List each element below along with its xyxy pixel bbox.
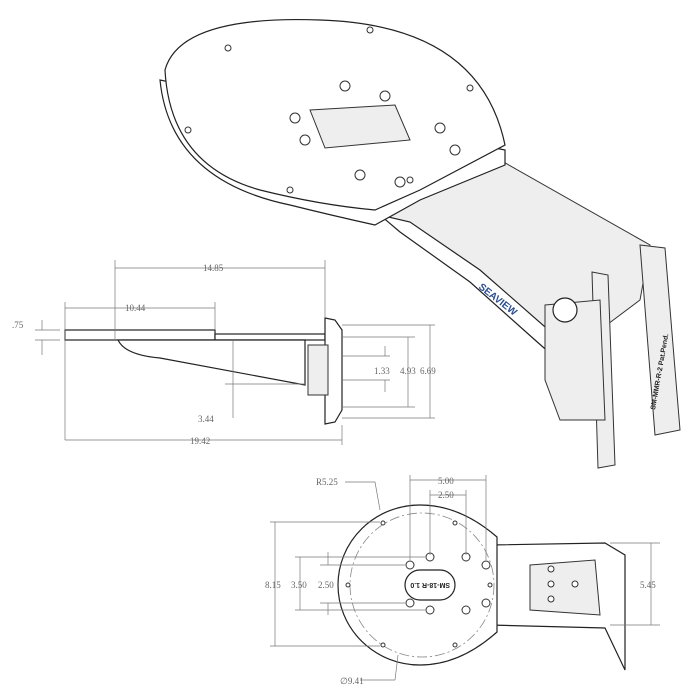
dim-plate-thickness: .75 <box>12 320 24 330</box>
side-bracket <box>324 317 343 425</box>
top-slot <box>404 569 456 601</box>
dim-hole-small: 1.33 <box>374 366 390 376</box>
side-view: 14.85 10.44 .75 3.44 19.42 1.33 4.93 6.6… <box>12 260 436 446</box>
dim-drop: 3.44 <box>198 414 214 424</box>
slot-label: SM-18-R 1.0 <box>410 581 450 588</box>
dim-hole-inner-v: 2.50 <box>318 580 334 590</box>
dim-overall-length: 19.42 <box>190 436 210 446</box>
dim-arm-length: 14.85 <box>203 263 224 273</box>
dim-bolt-circle: ∅9.41 <box>340 676 364 686</box>
side-plate-ext <box>214 333 326 341</box>
plate-holes <box>184 26 474 194</box>
dim-bracket-height: 6.69 <box>420 366 436 376</box>
dim-width-overall: 8.15 <box>265 580 281 590</box>
side-arm <box>117 339 306 386</box>
top-dim-lines <box>270 475 660 681</box>
dim-radius: R5.25 <box>316 477 338 487</box>
dim-hole-mid: 4.93 <box>400 366 416 376</box>
top-bracket-plate <box>529 559 601 616</box>
dim-bracket-width: 5.45 <box>640 580 656 590</box>
iso-view: SEAVIEW SM-MMR-R-2 Pat.Pend. <box>159 18 681 469</box>
side-dim-lines <box>35 260 435 445</box>
hinge-block <box>544 299 606 421</box>
top-view: SM-18-R 1.0 5.00 2.50 R5.25 8.15 3.50 2.… <box>265 475 660 686</box>
bracket-back-plate <box>639 244 681 436</box>
side-hinge <box>307 344 329 396</box>
side-plate <box>64 329 216 341</box>
center-slot <box>309 104 411 149</box>
dim-hole-inner-h: 2.50 <box>438 490 454 500</box>
top-holes <box>345 520 579 648</box>
dim-hole-outer-h: 5.00 <box>438 476 454 486</box>
hinge-pin <box>552 297 578 323</box>
dim-hole-outer-v: 3.50 <box>291 580 307 590</box>
dim-plate-length: 10.44 <box>125 303 146 313</box>
